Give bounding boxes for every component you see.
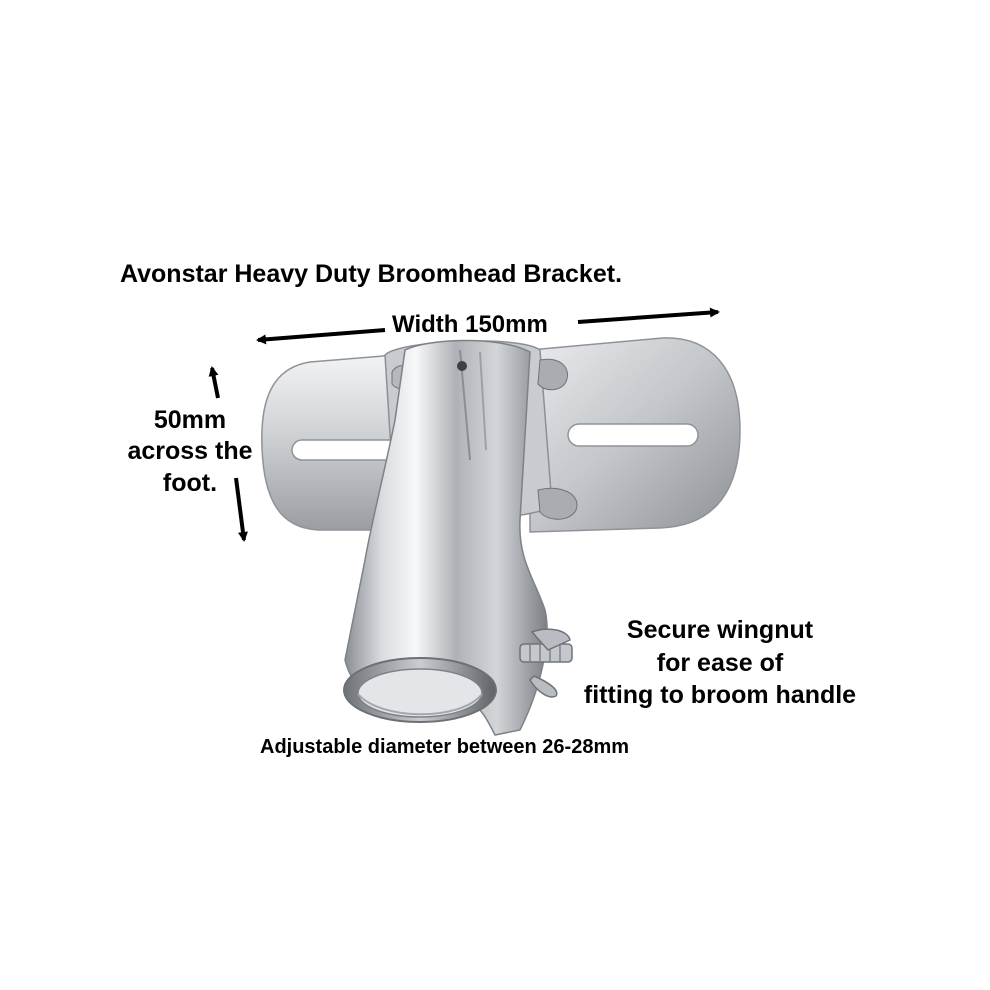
wingnut-label-line: Secure wingnut xyxy=(626,616,814,644)
wingnut xyxy=(519,628,573,698)
diameter-label: Adjustable diameter between 26-28mm xyxy=(260,736,630,758)
wingnut-label-line: fitting to broom handle xyxy=(583,681,857,709)
width-arrow xyxy=(256,307,720,345)
foot-dimension-label: 50mm across the foot. xyxy=(110,405,270,499)
wingnut-callout: Secure wingnut for ease of fitting to br… xyxy=(560,614,880,712)
foot-height-arrow xyxy=(208,366,248,542)
left-plate-wing xyxy=(261,354,403,531)
product-title: Avonstar Heavy Duty Broomhead Bracket. xyxy=(120,260,623,288)
foot-label-line: across the xyxy=(127,437,253,466)
foot-label-line: 50mm xyxy=(153,406,227,434)
right-plate-wing xyxy=(529,337,741,533)
foot-label-line: foot. xyxy=(162,468,218,497)
width-dimension-label: Width 150mm xyxy=(388,311,552,339)
wingnut-label-line: for ease of xyxy=(656,648,784,677)
handle-tube xyxy=(343,339,548,736)
